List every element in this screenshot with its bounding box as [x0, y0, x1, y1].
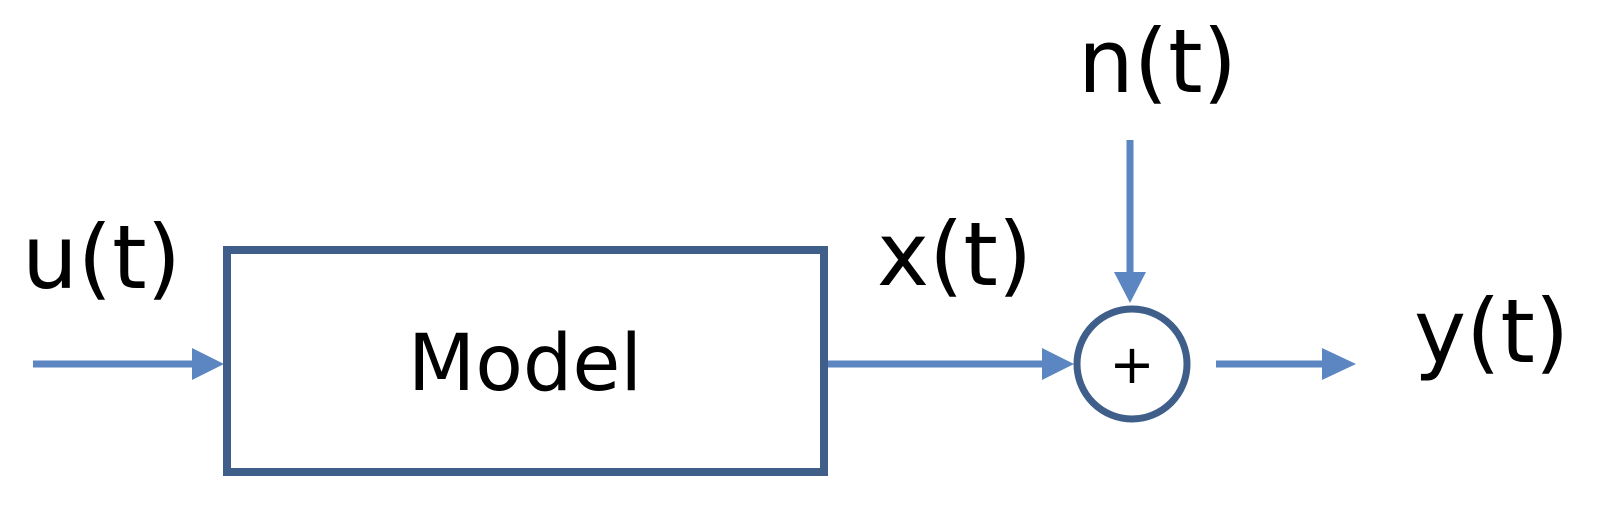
input-signal-label: u(t) [22, 206, 181, 309]
input-arrow [33, 348, 224, 380]
model-block [223, 246, 828, 476]
model-output-signal-label: x(t) [877, 203, 1032, 306]
output-signal-label: y(t) [1414, 280, 1569, 383]
model-output-arrow [828, 348, 1074, 380]
summing-junction: + [1073, 305, 1191, 423]
output-arrow [1216, 348, 1356, 380]
plus-sign: + [1109, 333, 1154, 396]
noise-arrow [1114, 140, 1146, 303]
noise-signal-label: n(t) [1078, 10, 1237, 113]
model-block-label: Model [408, 319, 642, 409]
